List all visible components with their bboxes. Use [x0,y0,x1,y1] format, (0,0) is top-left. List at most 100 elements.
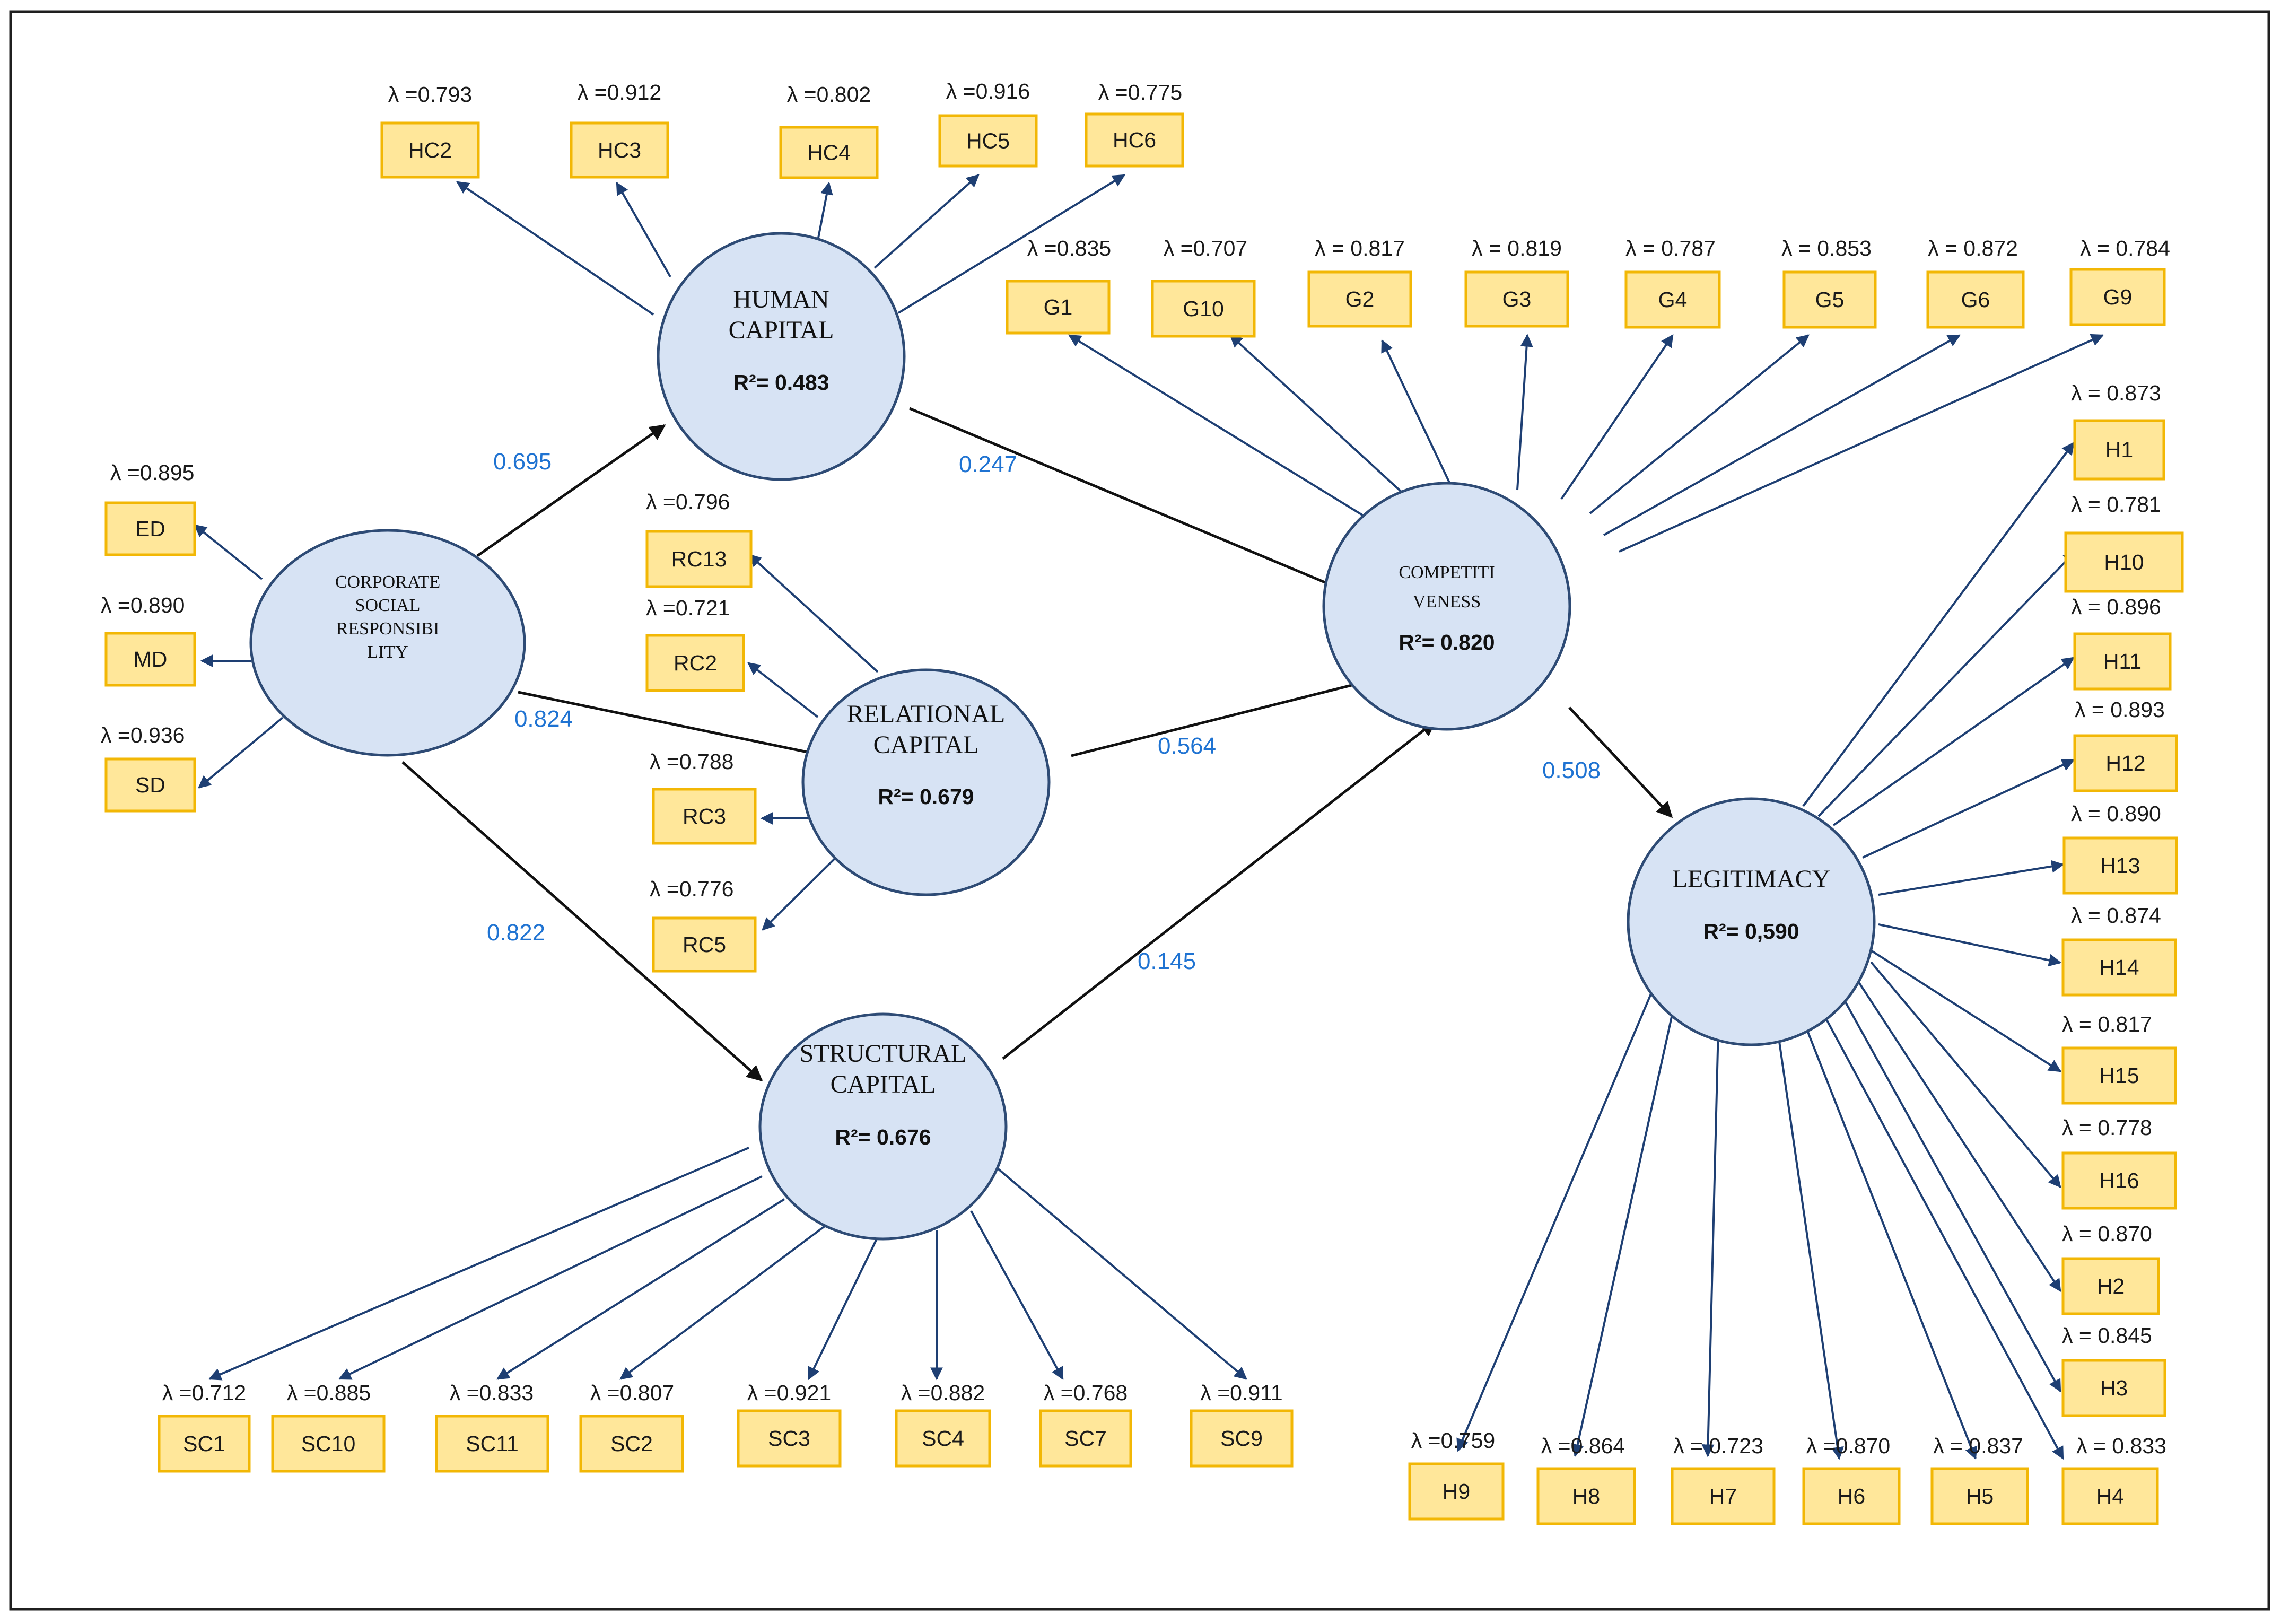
loading-arrow-g3 [1516,334,1533,491]
indicator-box-rc3 [652,788,757,845]
indicator-label-sc10: SC10 [301,1431,356,1456]
loading-arrow-sd [198,717,284,789]
indicator-label-rc13: RC13 [671,547,727,571]
loading-arrow-h3 [1839,991,2061,1393]
loading-value-g4: λ = 0.787 [1625,236,1716,260]
construct-csr [249,529,526,757]
loading-value-h4: λ = 0.833 [2076,1434,2166,1458]
indicator-label-g2: G2 [1345,287,1375,311]
indicator-label-hc3: HC3 [598,138,641,162]
path-arrow-hc-to-comp [909,407,1368,602]
indicator-label-h7: H7 [1709,1484,1737,1508]
loading-arrow-ed [194,524,263,580]
indicator-box-g10 [1151,280,1256,338]
indicator-box-sc2 [579,1415,684,1473]
path-coefficient-sc-to-comp: 0.145 [1138,948,1196,974]
loading-arrow-h4 [1819,1007,2064,1460]
loading-value-h5: λ = 0.837 [1933,1434,2023,1458]
loading-value-g10: λ =0.707 [1164,236,1247,260]
construct-sc [758,1012,1008,1241]
indicator-label-h9: H9 [1443,1479,1470,1504]
indicator-label-h8: H8 [1572,1484,1600,1508]
loading-value-ed: λ =0.895 [110,460,194,485]
indicator-box-sc9 [1190,1409,1294,1468]
indicator-box-sc11 [435,1415,549,1473]
indicator-label-h5: H5 [1966,1484,1994,1508]
loading-arrow-h6 [1777,1030,1844,1460]
indicator-label-sc3: SC3 [768,1426,810,1451]
loading-arrow-h5 [1801,1017,1978,1460]
loading-arrow-hc5 [873,174,980,269]
loading-value-h15: λ = 0.817 [2062,1012,2152,1036]
indicator-box-rc13 [645,530,753,588]
loading-value-g1: λ =0.835 [1027,236,1111,260]
indicator-box-h7 [1671,1467,1776,1525]
indicator-box-sc3 [737,1409,842,1468]
indicator-label-h16: H16 [2099,1168,2139,1193]
loading-arrow-sc2 [619,1224,828,1380]
loading-value-sd: λ =0.936 [101,723,185,747]
loading-value-h6: λ =0.870 [1806,1434,1890,1458]
indicator-box-g1 [1006,280,1111,335]
indicator-box-sc10 [271,1415,386,1473]
indicator-label-g9: G9 [2103,285,2133,309]
loading-arrow-h16 [1870,961,2061,1188]
indicator-box-h2 [2061,1257,2160,1315]
indicator-box-h6 [1802,1467,1901,1525]
loading-value-sc4: λ =0.882 [901,1381,985,1405]
path-arrow-csr-to-rc [518,691,824,761]
loading-arrow-h1 [1802,442,2075,807]
indicator-label-sc11: SC11 [466,1431,519,1456]
loading-value-h13: λ = 0.890 [2071,801,2161,826]
indicator-box-g3 [1464,270,1569,328]
indicator-box-h3 [2061,1359,2166,1417]
loading-arrow-g4 [1560,334,1674,500]
loading-value-h11: λ = 0.896 [2071,595,2161,619]
loading-value-sc1: λ =0.712 [162,1381,246,1405]
indicator-label-h10: H10 [2104,550,2144,574]
loading-arrow-g10 [1229,334,1414,504]
indicator-box-hc6 [1085,112,1184,168]
loading-value-h2: λ = 0.870 [2062,1221,2152,1246]
indicator-label-hc2: HC2 [408,138,452,162]
indicator-label-sc7: SC7 [1064,1426,1107,1451]
loading-value-h8: λ =0.864 [1541,1434,1625,1458]
r-squared-leg: R²= 0,590 [1703,919,1799,944]
loading-arrow-hc2 [456,181,654,316]
loading-value-g9: λ = 0.784 [2080,236,2170,260]
loading-arrow-sc7 [970,1210,1064,1381]
loading-value-h3: λ = 0.845 [2062,1323,2152,1348]
loading-value-md: λ =0.890 [101,593,185,617]
loading-value-h7: λ = 0.723 [1673,1434,1763,1458]
path-coefficient-csr-to-hc: 0.695 [493,449,552,475]
indicator-label-g4: G4 [1658,287,1688,312]
loading-value-h12: λ = 0.893 [2075,697,2165,722]
r-squared-hc: R²= 0.483 [733,370,829,395]
indicator-label-h2: H2 [2097,1274,2125,1298]
indicator-label-sc9: SC9 [1220,1426,1263,1451]
indicator-label-g1: G1 [1044,295,1073,319]
loading-arrow-sc3 [808,1235,879,1381]
indicator-label-rc3: RC3 [683,804,726,828]
indicator-label-h12: H12 [2105,751,2145,775]
path-coefficient-rc-to-comp: 0.564 [1158,733,1216,759]
loading-arrow-h14 [1878,923,2062,967]
loading-value-rc5: λ =0.776 [650,877,733,901]
loading-value-g2: λ = 0.817 [1315,236,1405,260]
loading-arrow-h15 [1866,947,2062,1072]
loading-arrow-h7 [1701,1027,1719,1457]
path-arrow-csr-to-hc [476,424,666,557]
loading-arrow-rc13 [748,554,879,673]
loading-value-g5: λ = 0.853 [1781,236,1872,260]
indicator-box-h12 [2073,734,2178,792]
path-coefficient-csr-to-rc: 0.824 [514,706,573,732]
r-squared-rc: R²= 0.679 [878,784,974,809]
loading-value-rc2: λ =0.721 [646,596,730,620]
